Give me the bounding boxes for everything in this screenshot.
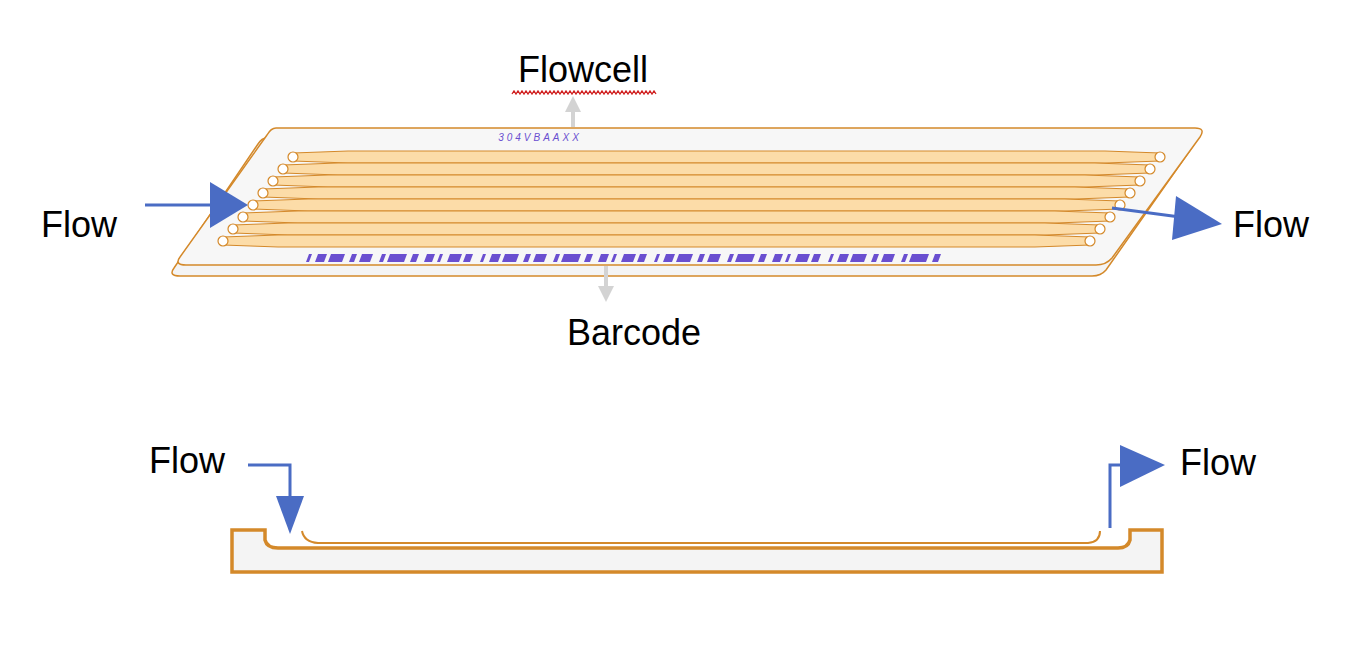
barcode-stripe	[611, 254, 617, 262]
spellcheck-underline	[512, 91, 656, 94]
barcode-stripe	[697, 254, 705, 262]
lane-port	[1125, 188, 1135, 198]
barcode-stripe	[707, 254, 721, 262]
flow-arrow-head	[1120, 445, 1165, 487]
barcode-stripe	[463, 254, 473, 262]
barcode-stripe	[315, 254, 327, 262]
part-label: Flowcell	[518, 50, 648, 90]
flow-label: Flow	[1180, 443, 1256, 483]
flow-arrow-shaft	[1112, 208, 1180, 217]
flow-label: Flow	[149, 441, 225, 481]
barcode-stripe	[437, 254, 443, 262]
flowcell-side-body	[232, 530, 1162, 572]
barcode-stripe	[489, 254, 501, 262]
flow-label: Flow	[1233, 205, 1309, 245]
barcode-stripe	[523, 254, 531, 262]
flow-arrow-head	[210, 182, 248, 228]
lane-port	[228, 224, 238, 234]
barcode-stripe	[654, 254, 660, 262]
barcode-stripe	[909, 254, 929, 262]
barcode-stripe	[533, 254, 547, 262]
barcode-stripe	[502, 254, 519, 262]
barcode-stripe	[850, 254, 867, 262]
barcode-stripe	[306, 254, 312, 262]
barcode-stripe	[785, 254, 791, 262]
barcode-stripe	[676, 254, 693, 262]
barcode-stripe	[328, 254, 345, 262]
flowcell-id: 304VBAAXX	[498, 132, 582, 143]
flowcell-lane	[243, 211, 1110, 223]
lane-port	[258, 188, 268, 198]
flowcell-lane	[253, 199, 1120, 211]
barcode-stripe	[379, 254, 386, 262]
barcode-stripes	[306, 254, 941, 262]
barcode-stripe	[735, 254, 755, 262]
barcode-stripe	[447, 254, 462, 262]
flowcell-plate	[178, 128, 1202, 265]
lane-port	[238, 212, 248, 222]
barcode-stripe	[387, 254, 407, 262]
barcode-callout-arrow	[604, 266, 608, 294]
flowcell-lanes	[218, 151, 1165, 247]
barcode-stripe	[932, 254, 941, 262]
flowcell-lane	[293, 151, 1160, 163]
barcode-stripe	[359, 254, 373, 262]
flow-arrow-shaft	[248, 465, 290, 500]
part-label: Barcode	[567, 313, 701, 353]
lane-port	[1095, 224, 1105, 234]
barcode-stripe	[772, 254, 783, 262]
lane-port	[1105, 212, 1115, 222]
flow-arrow-shaft	[145, 204, 212, 207]
lane-port	[1155, 152, 1165, 162]
barcode-stripe	[828, 254, 834, 262]
lane-port	[248, 200, 258, 210]
barcode-stripe	[871, 254, 879, 262]
flowcell-lane	[263, 187, 1130, 199]
barcode-stripe	[637, 254, 647, 262]
flow-label: Flow	[41, 205, 117, 245]
lane-port	[1085, 236, 1095, 246]
barcode-stripe	[901, 254, 908, 262]
barcode-stripe	[598, 254, 609, 262]
barcode-stripe	[424, 254, 435, 262]
barcode-stripe	[881, 254, 895, 262]
lane-port	[1135, 176, 1145, 186]
flowcell-lane	[283, 163, 1150, 175]
lane-port	[288, 152, 298, 162]
barcode-stripe	[727, 254, 734, 262]
flow-arrow-head	[276, 496, 304, 534]
barcode-stripe	[349, 254, 357, 262]
flow-arrow-head	[1172, 196, 1222, 240]
barcode-stripe	[663, 254, 675, 262]
lane-port	[278, 164, 288, 174]
barcode-stripe	[621, 254, 636, 262]
barcode-stripe	[758, 254, 767, 262]
barcode-stripe	[837, 254, 849, 262]
flowcell-side-channel	[302, 531, 1100, 543]
barcode-stripe	[795, 254, 810, 262]
barcode-stripe	[811, 254, 821, 262]
flowcell-lane	[223, 235, 1090, 247]
barcode-stripe	[561, 254, 581, 262]
flowcell-lane	[233, 223, 1100, 235]
lane-port	[268, 176, 278, 186]
barcode-stripe	[410, 254, 419, 262]
barcode-stripe	[480, 254, 486, 262]
lane-port	[1145, 164, 1155, 174]
lane-port	[218, 236, 228, 246]
flowcell-callout-arrow	[571, 104, 575, 127]
flowcell-lane	[273, 175, 1140, 187]
barcode-stripe	[553, 254, 560, 262]
barcode-stripe	[584, 254, 593, 262]
